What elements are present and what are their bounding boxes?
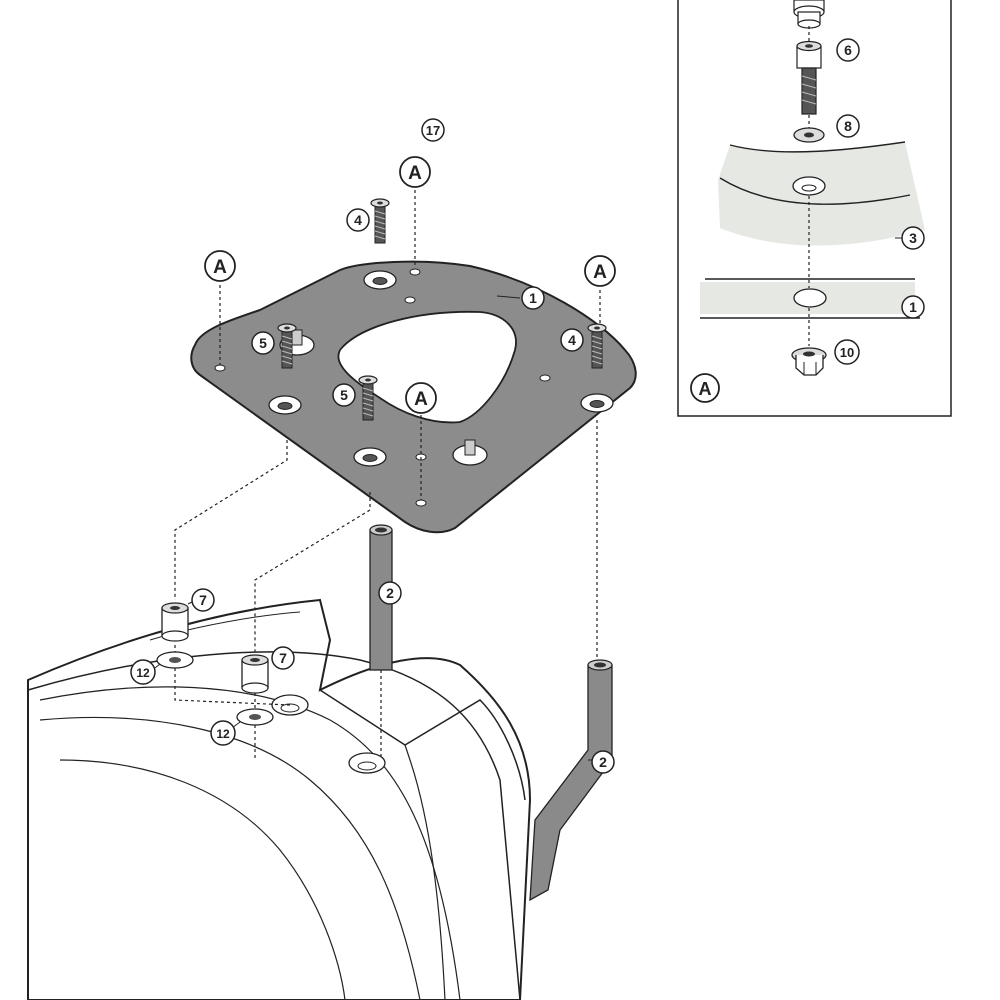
inset-label-a: A [690,373,720,403]
callout-1-inset: 1 [901,295,925,319]
callout-17: 17 [421,118,445,142]
svg-text:2: 2 [386,585,394,601]
svg-text:A: A [593,262,607,283]
callout-5-center: 5 [332,383,356,407]
plate-hole [539,374,551,382]
svg-text:2: 2 [599,754,607,770]
ref-a-center: A [405,382,437,414]
svg-text:1: 1 [529,290,537,306]
inset-washer-8 [793,127,825,143]
flange-nut-icon [791,347,827,376]
callout-7-right: 7 [271,646,295,670]
callout-12-right: 12 [210,720,241,746]
assembly-guides [174,190,601,760]
svg-text:17: 17 [426,123,440,138]
inset-plate-section [700,278,920,319]
callout-2-left: 2 [378,581,402,605]
detail-inset-a: 6 8 3 1 [677,0,952,417]
callout-2-right: 2 [588,750,615,774]
inset-spacer-bolt [796,40,822,115]
support-tube-right [529,659,613,902]
callout-10: 10 [834,339,860,365]
ref-a-right: A [584,255,616,287]
svg-text:7: 7 [199,592,207,608]
svg-text:6: 6 [844,42,852,58]
plate-hole [404,296,416,304]
callout-5-left: 5 [251,331,275,355]
svg-text:4: 4 [568,332,576,348]
bolt-icon [370,198,390,244]
callout-4-right: 4 [560,328,584,352]
callout-6: 6 [836,38,860,62]
svg-text:12: 12 [216,727,230,741]
ref-a-left: A [204,250,236,282]
plate-hole [415,499,427,507]
svg-text:12: 12 [136,666,150,680]
callout-12-left: 12 [130,659,161,685]
ref-a-top: A [399,156,431,188]
washer-icon [156,651,194,669]
inset-washer-top [793,0,825,29]
svg-text:7: 7 [279,650,287,666]
washer-icon [236,708,274,726]
inset-fairing-band [718,141,925,246]
svg-text:5: 5 [340,387,348,403]
callout-3: 3 [895,226,925,250]
svg-text:A: A [414,389,428,410]
svg-text:5: 5 [259,335,267,351]
plate-hole [409,268,421,276]
callout-7-left: 7 [187,588,215,612]
svg-text:4: 4 [354,212,362,228]
callout-1: 1 [496,286,545,310]
spacer-icon [241,654,269,694]
svg-text:1: 1 [909,299,917,315]
callout-4-left: 4 [346,208,370,232]
plate-stud-right [452,439,488,466]
svg-text:A: A [213,257,227,278]
svg-text:10: 10 [840,345,854,360]
svg-text:3: 3 [909,230,917,246]
svg-text:8: 8 [844,118,852,134]
spacer-icon [161,602,189,642]
svg-text:A: A [699,379,712,399]
callout-8: 8 [836,114,860,138]
svg-text:A: A [408,163,422,184]
plate-hole [214,364,226,372]
